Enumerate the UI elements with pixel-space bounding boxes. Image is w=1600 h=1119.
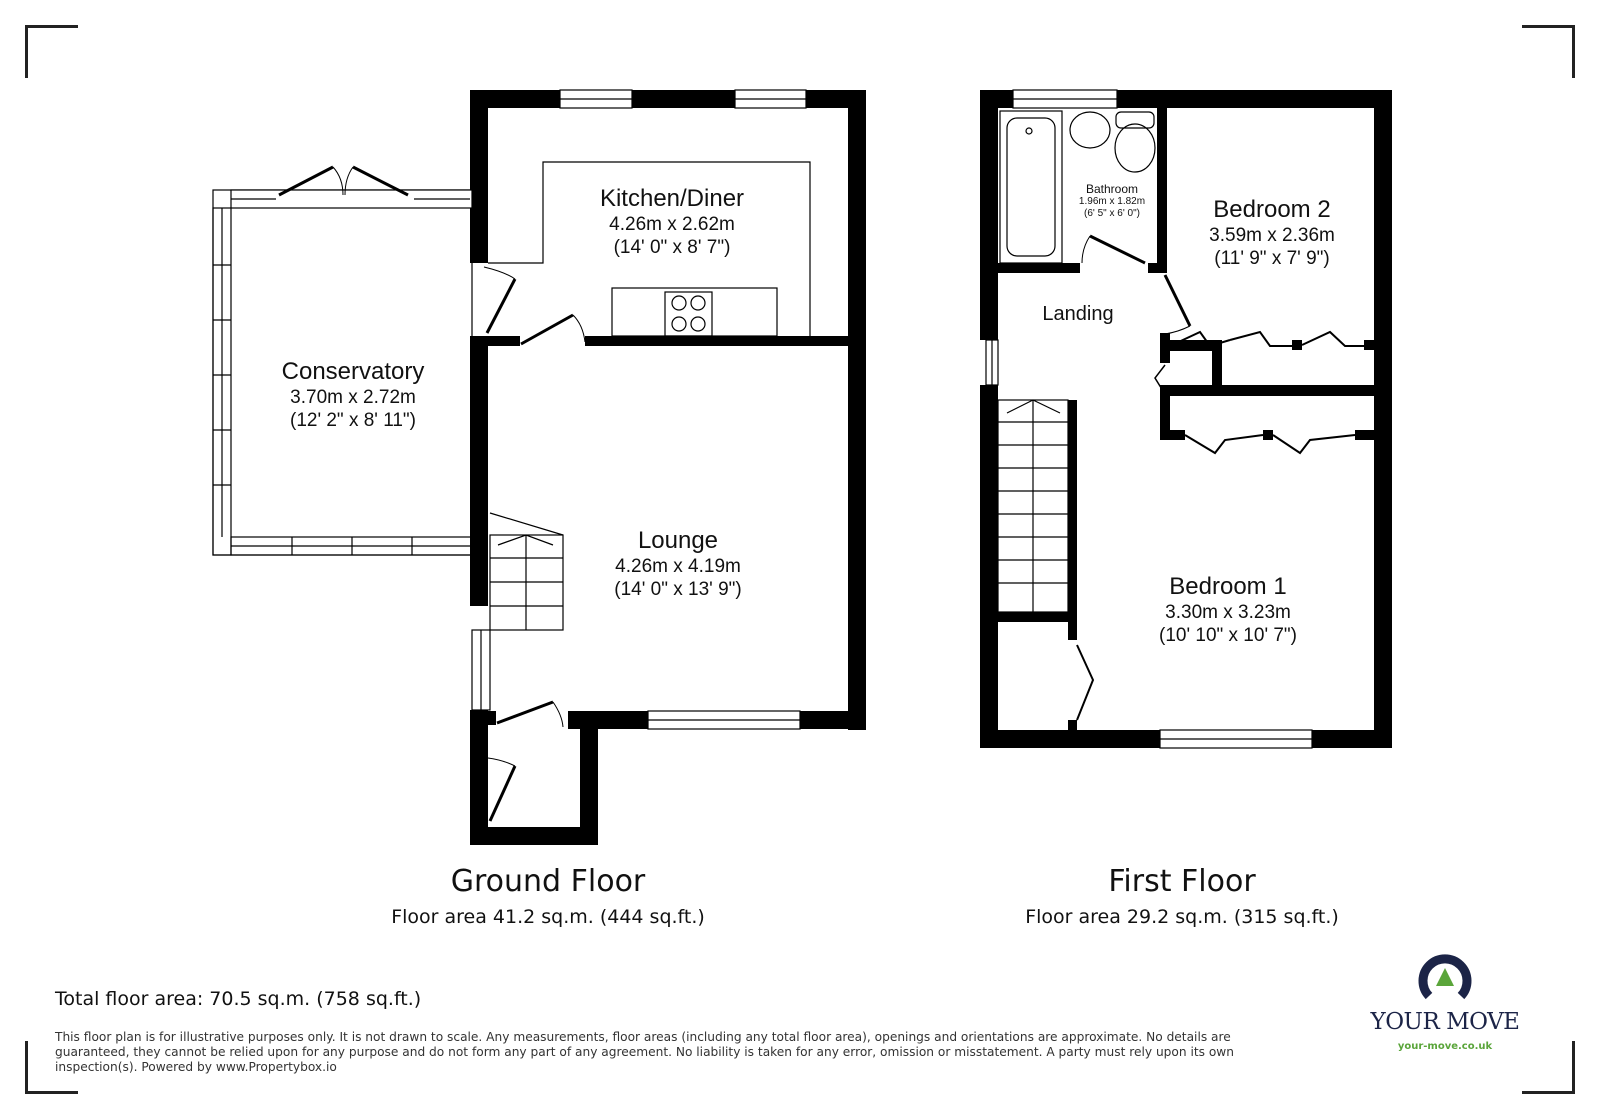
room-label-landing: Landing [1042, 303, 1114, 325]
your-move-emblem-icon [1418, 954, 1472, 1000]
crop-mark-bottom-right [1522, 1041, 1575, 1094]
crop-mark-top-left [25, 25, 78, 78]
total-floor-area: Total floor area: 70.5 sq.m. (758 sq.ft.… [55, 988, 422, 1010]
room-label-lounge: Lounge 4.26m x 4.19m (14' 0" x 13' 9") [614, 527, 742, 600]
ground-floor-title: Ground Floor [450, 864, 646, 899]
logo-url: your-move.co.uk [1397, 1041, 1493, 1052]
room-label-bathroom: Bathroom 1.96m x 1.82m (6' 5" x 6' 0") [1078, 182, 1146, 220]
first-floor-fixtures [985, 89, 1313, 749]
room-label-bedroom-2: Bedroom 2 3.59m x 2.36m (11' 9" x 7' 9") [1209, 196, 1335, 269]
your-move-logo: YOUR MOVE your-move.co.uk [1360, 950, 1530, 1052]
first-floor-title: First Floor [1108, 864, 1256, 899]
ground-floor-area: Floor area 41.2 sq.m. (444 sq.ft.) [391, 906, 705, 928]
logo-wordmark: YOUR MOVE [1370, 1009, 1520, 1035]
room-label-kitchen-diner: Kitchen/Diner 4.26m x 2.62m (14' 0" x 8'… [599, 185, 745, 258]
first-floor-plan [980, 90, 1392, 748]
first-floor-doors [1076, 234, 1364, 721]
first-floor-area: Floor area 29.2 sq.m. (315 sq.ft.) [1025, 906, 1339, 928]
crop-mark-bottom-left [25, 1041, 78, 1094]
ground-floor-fixtures [212, 89, 811, 730]
room-label-bedroom-1: Bedroom 1 3.30m x 3.23m (10' 10" x 10' 7… [1159, 573, 1297, 646]
disclaimer-text: This floor plan is for illustrative purp… [55, 1030, 1234, 1074]
ground-floor-plan [470, 90, 866, 845]
crop-mark-top-right [1522, 25, 1575, 78]
ground-floor-doors [278, 165, 574, 822]
room-label-conservatory: Conservatory 3.70m x 2.72m (12' 2" x 8' … [281, 358, 425, 431]
